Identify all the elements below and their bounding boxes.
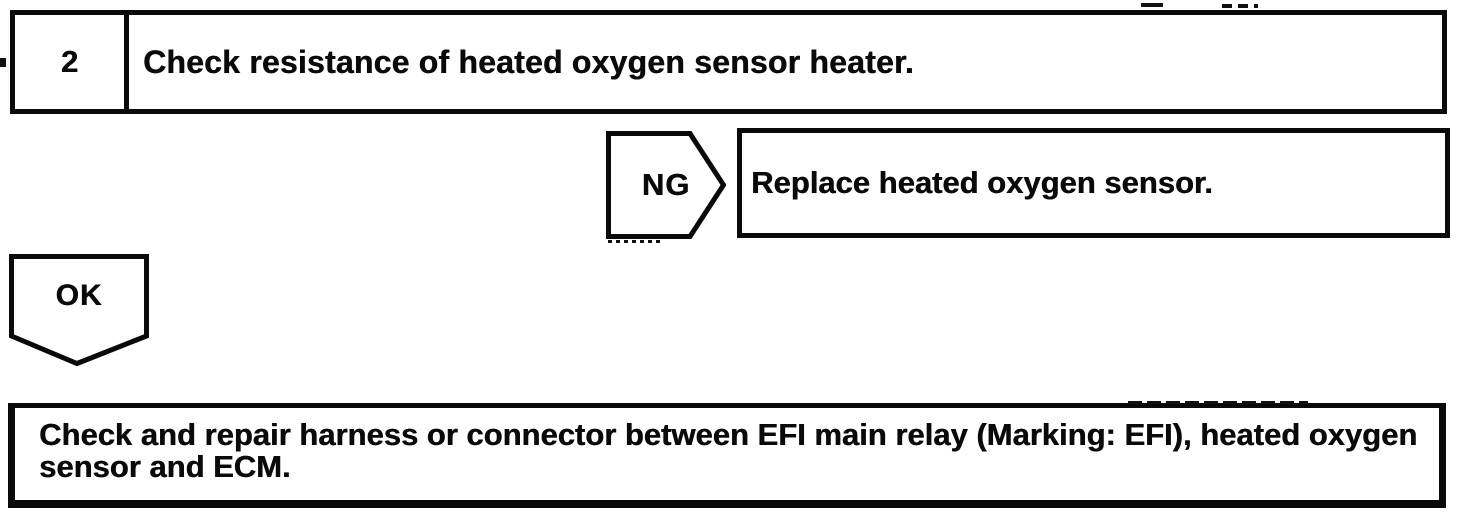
result-text-line-1: Check and repair harness or connector be… (39, 417, 1418, 452)
step-number: 2 (60, 44, 79, 79)
ok-connector: OK (9, 254, 149, 367)
ok-label: OK (55, 279, 103, 312)
step-box: 2 Check resistance of heated oxygen sens… (10, 10, 1447, 114)
scan-artifact (608, 240, 662, 243)
step-number-cell: 2 (15, 15, 129, 109)
ng-connector: NG (606, 131, 726, 239)
step-title-cell: Check resistance of heated oxygen sensor… (129, 15, 1442, 109)
scan-artifact (1128, 401, 1308, 404)
ng-pentagon-icon (606, 131, 726, 239)
ng-action-text: Replace heated oxygen sensor. (751, 165, 1213, 200)
result-box: Check and repair harness or connector be… (8, 403, 1446, 508)
step-title: Check resistance of heated oxygen sensor… (143, 43, 914, 80)
ok-pentagon-icon (9, 254, 149, 367)
scan-artifact (1141, 3, 1163, 7)
scan-artifact (0, 58, 6, 67)
ng-action-box: Replace heated oxygen sensor. (737, 128, 1450, 238)
result-text-line-2: sensor and ECM. (39, 449, 291, 484)
ng-label: NG (641, 167, 691, 202)
scan-artifact (1222, 4, 1258, 8)
